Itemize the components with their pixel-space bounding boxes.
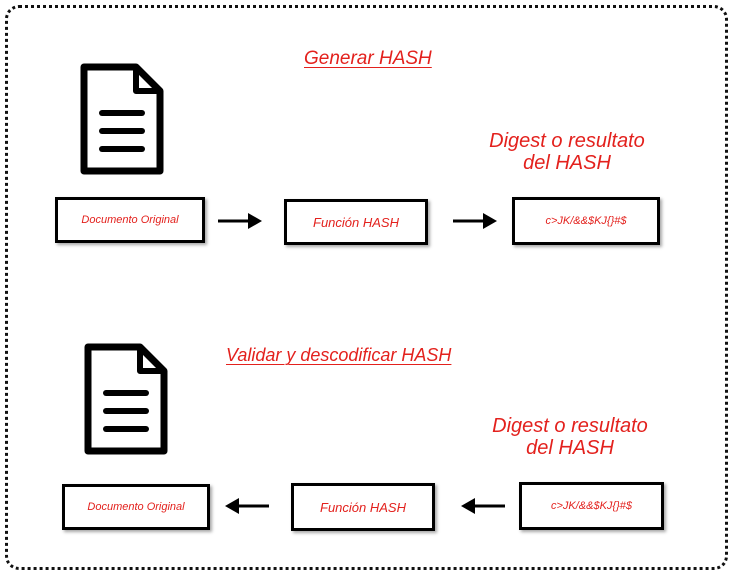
arrow-right-icon (218, 213, 262, 229)
original-document-box: Documento Original (55, 197, 205, 243)
digest-label-line2: del HASH (526, 437, 614, 459)
arrow-right-icon (453, 213, 497, 229)
hash-function-box: Función HASH (291, 483, 435, 531)
digest-label-line2: del HASH (523, 152, 611, 174)
hash-function-box: Función HASH (284, 199, 428, 245)
document-icon (80, 63, 164, 175)
arrow-left-icon (225, 498, 269, 514)
digest-box: c>JK/&&$KJ{}#$ (519, 482, 664, 530)
digest-label-line1: Digest o resultato (492, 415, 648, 437)
validate-hash-title: Validar y descodificar HASH (226, 345, 452, 365)
digest-label-line1: Digest o resultato (489, 130, 645, 152)
digest-result-label: Digest o resultato del HASH (462, 130, 672, 174)
dotted-frame (5, 5, 728, 570)
arrow-left-icon (461, 498, 505, 514)
digest-result-label: Digest o resultato del HASH (470, 415, 670, 459)
generate-hash-title: Generar HASH (304, 48, 432, 69)
document-icon (84, 343, 168, 455)
original-document-box: Documento Original (62, 484, 210, 530)
digest-box: c>JK/&&$KJ{}#$ (512, 197, 660, 245)
